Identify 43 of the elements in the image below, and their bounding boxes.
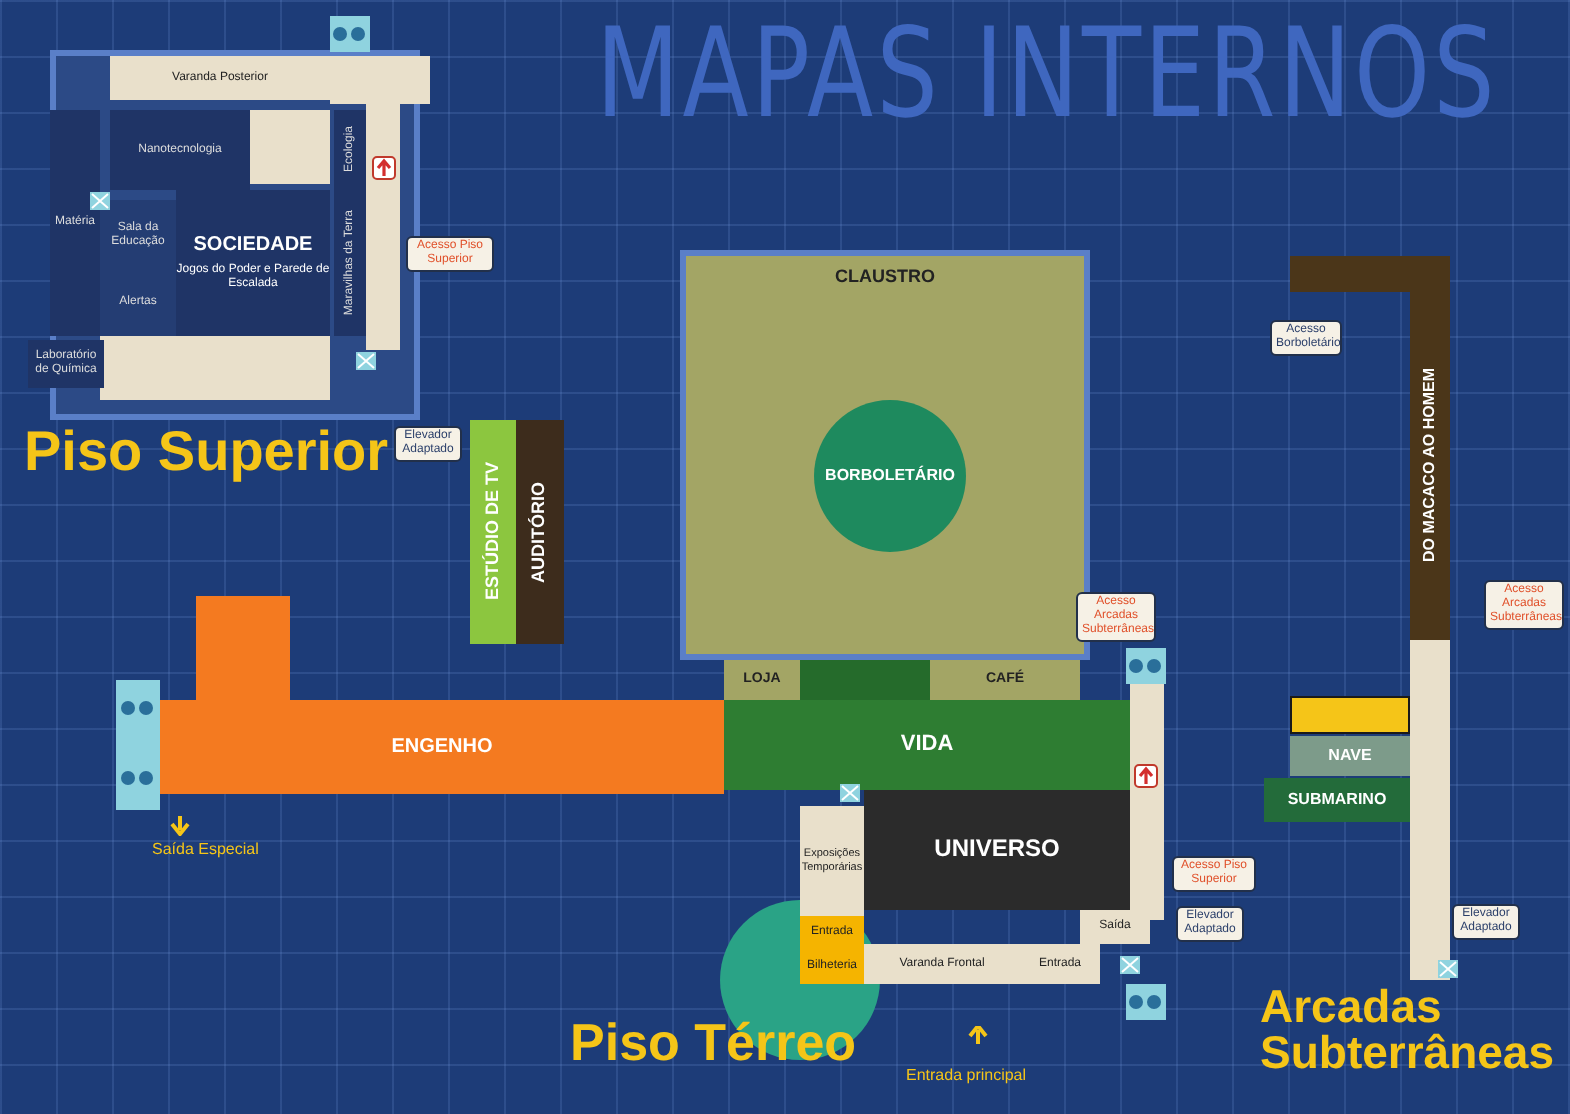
room-area (334, 190, 366, 336)
room-name: VIDA (900, 732, 954, 758)
room-area (470, 420, 516, 644)
entrance-label: Entrada principal (906, 1066, 1027, 1084)
room-area (800, 806, 864, 916)
room-name: DO MACACO AO HOMEM (1421, 368, 1439, 564)
room-name: AUDITÓRIO (530, 481, 550, 583)
room-area (160, 700, 724, 794)
room-area (50, 110, 100, 336)
floor-heading: Piso Térreo (570, 1016, 857, 1068)
room-area (864, 790, 1130, 910)
room-area (1290, 736, 1410, 776)
room-area (724, 700, 1130, 790)
room-area (28, 340, 104, 388)
room-area (1410, 292, 1450, 640)
exit-label: Saída Especial (152, 840, 259, 858)
room-area (100, 200, 176, 270)
room-name: CLAUSTRO (835, 268, 935, 288)
room-area (1290, 696, 1410, 734)
room-name: NAVE (1328, 747, 1372, 765)
room-area (930, 660, 1080, 700)
room-area (334, 110, 366, 190)
entrance-area (1020, 944, 1100, 984)
room-area (110, 110, 250, 190)
map-title: MAPAS INTERNOS (596, 12, 1498, 136)
room-name: ESTÚDIO DE TV (483, 462, 503, 601)
veranda-area (110, 56, 330, 100)
room-area (1264, 778, 1410, 822)
veranda-area (864, 944, 1020, 984)
room-name: UNIVERSO (934, 836, 1060, 864)
floor-heading: Piso Superior (24, 424, 389, 480)
room-name: SOCIEDADE (193, 234, 313, 257)
room-name: ENGENHO (391, 736, 493, 758)
room-area (800, 916, 864, 948)
room-area (800, 948, 864, 984)
room-area (516, 420, 564, 644)
room-area (724, 660, 800, 700)
room-name: BORBOLETÁRIO (825, 467, 955, 485)
room-name: SUBMARINO (1287, 791, 1387, 809)
room-area (100, 270, 176, 336)
floor-heading: Arcadas Subterrâneas (1260, 984, 1557, 1076)
room-area (176, 190, 330, 336)
exit-area (1080, 910, 1150, 944)
